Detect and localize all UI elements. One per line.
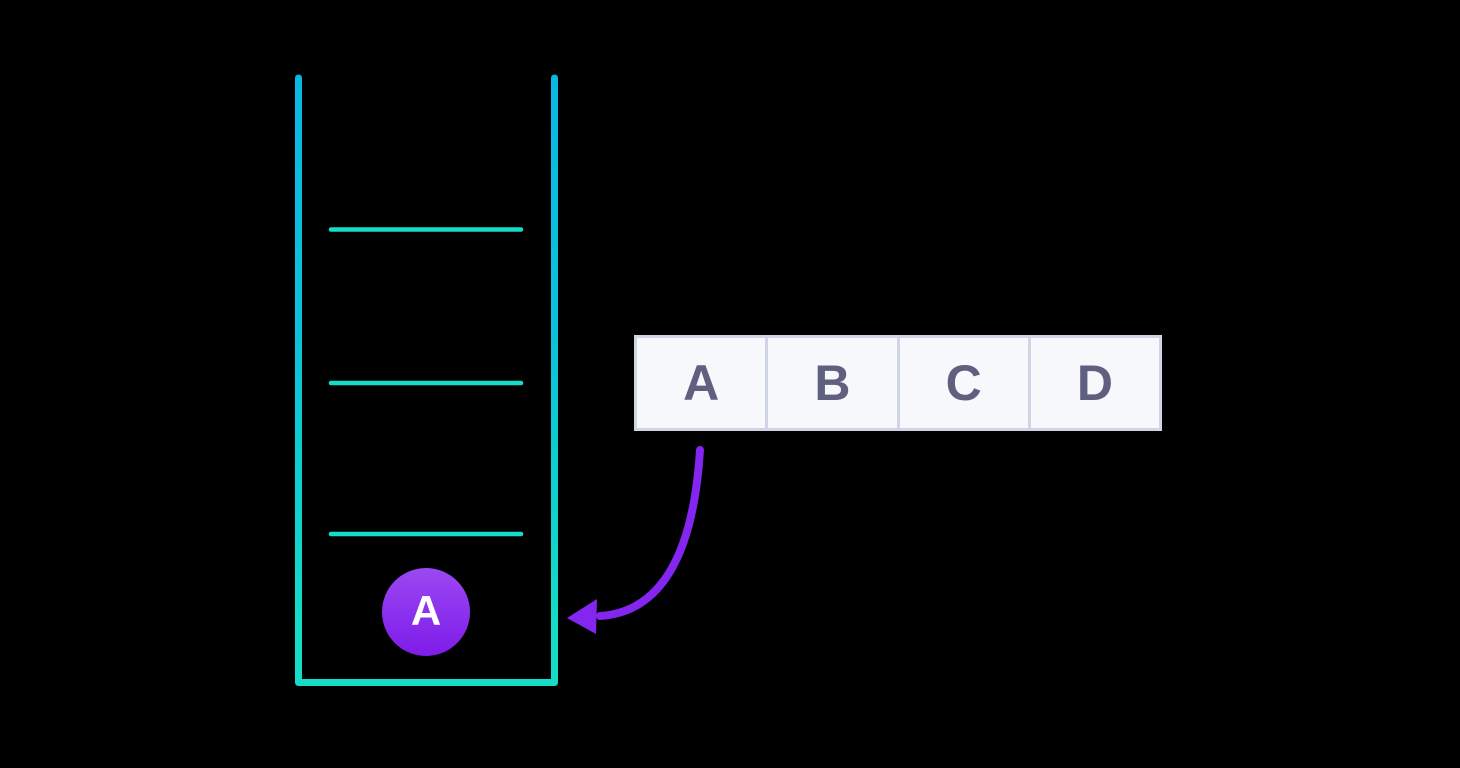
stack-item-label: A (410, 587, 442, 634)
array-row: A B C D (634, 335, 1162, 431)
array-cell-label: D (1076, 355, 1113, 411)
array-cell-label: C (945, 355, 982, 411)
array-cell-d: D (1030, 338, 1159, 428)
array-cell-c: C (899, 338, 1028, 428)
array-cell-a: A (637, 338, 766, 428)
array-cell-label: B (814, 355, 851, 411)
array-cell-b: B (768, 338, 897, 428)
array-cell-label: A (683, 355, 720, 411)
stack-container-outline (295, 74, 558, 686)
push-arrow-head-icon (567, 599, 597, 634)
stack-item-circle: A (382, 568, 470, 656)
push-arrow (596, 446, 704, 620)
